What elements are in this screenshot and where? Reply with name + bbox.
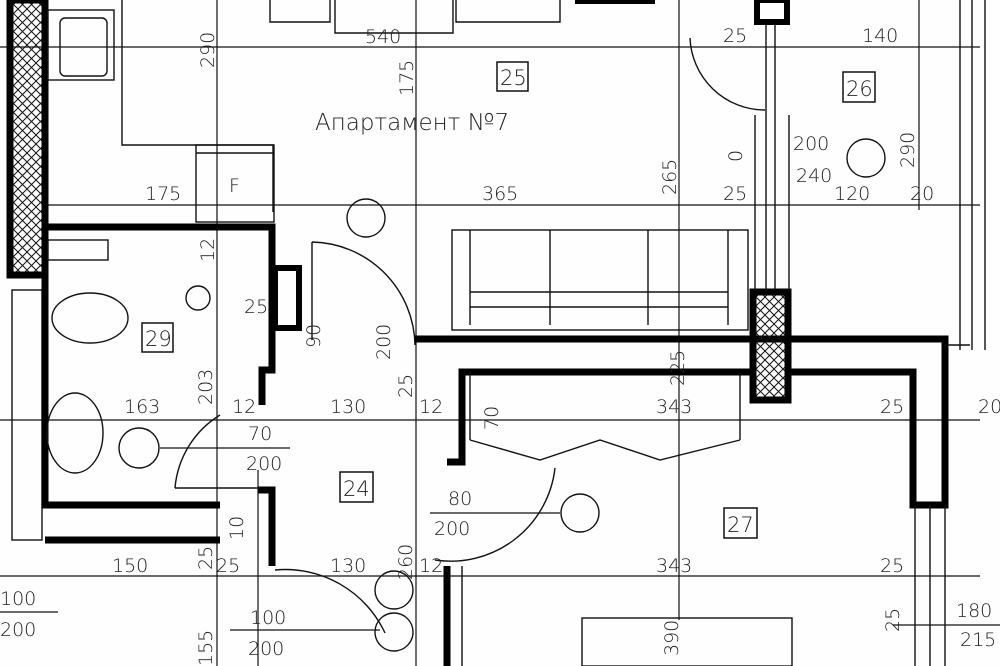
dimension-label: 155	[195, 630, 217, 666]
dimension-label: 175	[396, 60, 418, 96]
dimension-label: 225	[667, 350, 689, 386]
dimension-label: 200	[434, 518, 470, 540]
dimension-label: 150	[112, 555, 148, 577]
dimension-label: 25	[880, 396, 904, 418]
dimension-label: 70	[481, 406, 503, 430]
dimension-label: 70	[248, 423, 272, 445]
room-25: 25	[500, 66, 527, 90]
bathroom-walls	[41, 223, 302, 566]
kitchen-sink	[47, 9, 115, 81]
dimension-label: 12	[419, 396, 443, 418]
dimension-label: 10	[226, 516, 248, 540]
dimension-label: 100	[250, 607, 286, 629]
fridge	[195, 144, 275, 223]
dimension-label: 25	[195, 546, 217, 570]
dimension-label: 540	[365, 26, 401, 48]
room-24: 24	[343, 477, 370, 501]
dimension-label: 0	[725, 150, 747, 162]
dimension-label: 290	[897, 132, 919, 168]
dimension-label: 130	[330, 555, 366, 577]
dimension-label: 343	[656, 396, 692, 418]
dimension-label: 365	[482, 183, 518, 205]
dimension-label: 80	[448, 488, 472, 510]
dimension-label: 20	[978, 396, 1000, 418]
dimension-label: 200	[246, 453, 282, 475]
dimension-label: 390	[661, 620, 683, 656]
dimension-label: 200	[793, 133, 829, 155]
dimension-label: 25	[395, 374, 417, 398]
dimension-label: 265	[659, 159, 681, 195]
dimension-label: 203	[195, 369, 217, 405]
room-labels: 25 26 29 24 27	[141, 61, 876, 539]
fixture-label: F	[229, 175, 240, 197]
dimension-label: 12	[232, 396, 256, 418]
room-26: 26	[846, 77, 873, 101]
dimension-label: 175	[145, 183, 181, 205]
washbasin	[46, 392, 104, 474]
dimension-label: 120	[834, 183, 870, 205]
dimension-label: 100	[0, 588, 36, 610]
dimension-label: 343	[656, 555, 692, 577]
dimension-label: 12	[419, 555, 443, 577]
dimension-label: 240	[796, 165, 832, 187]
dimension-label: 260	[395, 544, 417, 580]
dimension-label: 25	[882, 608, 904, 632]
dimension-label: 215	[960, 629, 996, 651]
dimension-label: 140	[862, 25, 898, 47]
dimension-label: 200	[248, 638, 284, 660]
dimension-label: 25	[880, 555, 904, 577]
room-29: 29	[145, 327, 172, 351]
dimension-label: 200	[0, 619, 36, 641]
dimension-label: 90	[303, 324, 325, 348]
dimension-label: 130	[330, 396, 366, 418]
toilet	[51, 292, 129, 344]
sofa	[451, 229, 749, 331]
dimension-label: 12	[197, 238, 219, 262]
dimension-label: 290	[197, 32, 219, 68]
dimension-label: 25	[723, 183, 747, 205]
exterior-wall-left	[6, 0, 49, 541]
dimension-label: 200	[373, 324, 395, 360]
main-walls	[415, 0, 986, 666]
dimension-label: 25	[244, 296, 268, 318]
dimension-label: 163	[124, 396, 160, 418]
dimension-label: 180	[956, 600, 992, 622]
dimension-label: 25	[723, 25, 747, 47]
dimension-label: 20	[910, 183, 934, 205]
doors	[174, 37, 766, 634]
room-27: 27	[727, 513, 754, 537]
dimension-label: 25	[216, 555, 240, 577]
dimension-labels: 540 290 175 175 365 265 25 140 200 0 240…	[0, 25, 1000, 666]
apartment-title: Апартамент №7	[315, 110, 509, 136]
